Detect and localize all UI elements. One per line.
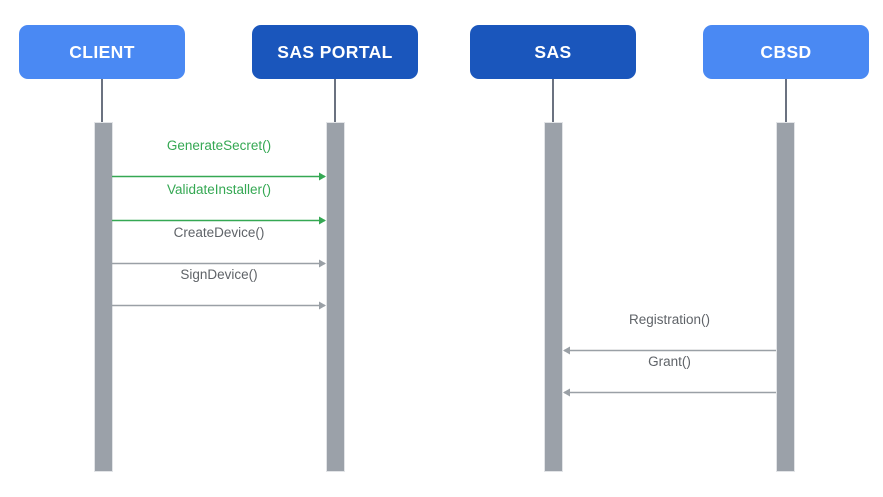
message-arrow-m1	[112, 168, 326, 180]
actor-box-sas[interactable]: SAS	[470, 25, 636, 79]
lifeline-sas_portal	[334, 79, 336, 126]
activation-bar-cbsd	[776, 122, 795, 472]
lifeline-cbsd	[785, 79, 787, 126]
activation-bar-client	[94, 122, 113, 472]
message-arrow-m4	[112, 297, 326, 309]
actor-label-cbsd: CBSD	[760, 41, 812, 62]
message-label-m6: Grant()	[648, 354, 691, 369]
lifeline-client	[101, 79, 103, 126]
message-arrow-m6	[563, 384, 776, 396]
actor-box-sas_portal[interactable]: SAS PORTAL	[252, 25, 418, 79]
message-label-m3: CreateDevice()	[173, 225, 265, 240]
activation-bar-sas	[544, 122, 563, 472]
message-label-m1: GenerateSecret()	[166, 138, 272, 153]
actor-label-sas: SAS	[534, 41, 572, 62]
actor-box-cbsd[interactable]: CBSD	[703, 25, 869, 79]
message-label-m2: ValidateInstaller()	[166, 182, 272, 197]
actor-label-client: CLIENT	[69, 41, 135, 62]
message-arrow-m3	[112, 255, 326, 267]
message-label-m5: Registration()	[628, 312, 711, 327]
lifeline-sas	[552, 79, 554, 126]
activation-bar-sas_portal	[326, 122, 345, 472]
message-label-m4: SignDevice()	[180, 267, 258, 282]
actor-box-client[interactable]: CLIENT	[19, 25, 185, 79]
actor-label-sas_portal: SAS PORTAL	[277, 41, 393, 62]
message-arrow-m2	[112, 212, 326, 224]
message-arrow-m5	[563, 342, 776, 354]
